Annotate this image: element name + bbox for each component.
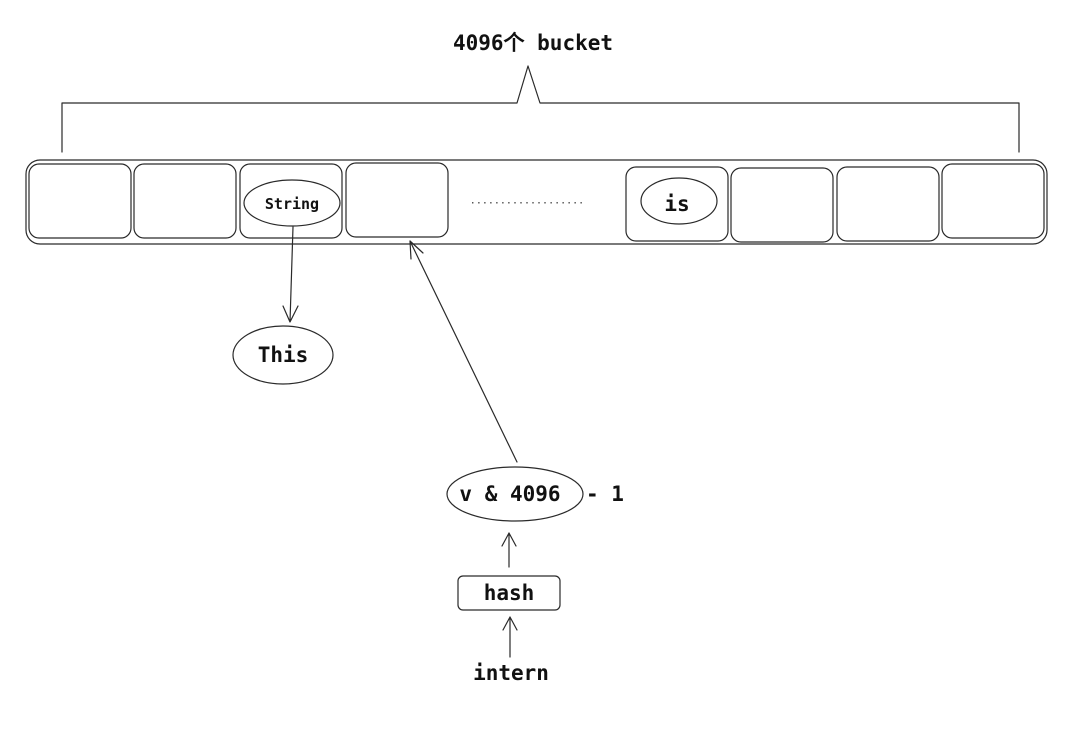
string-entry-node (243, 179, 341, 227)
bucket-slot (836, 166, 940, 242)
chain-node-label: This (258, 343, 309, 367)
bucket-ellipsis: ··················· (470, 198, 584, 209)
bucket-slot-is (625, 166, 729, 242)
bucket-range-brace (61, 65, 1020, 153)
bucket-array (25, 159, 1048, 245)
bucket-slot (941, 163, 1045, 239)
index-expr-suffix: - 1 (586, 482, 624, 506)
intern-arrow (502, 616, 518, 658)
index-expr-node (446, 466, 584, 522)
is-entry-node (640, 177, 718, 225)
intern-label: intern (473, 661, 549, 685)
index-expr-label: v & 4096 (459, 482, 560, 506)
diagram-title: 4096个 bucket (453, 31, 613, 55)
bucket-slot (28, 163, 132, 239)
hash-box (457, 575, 561, 611)
hash-arrow (501, 532, 517, 568)
bucket-slot-target (345, 162, 449, 238)
chain-node-this (232, 325, 334, 385)
index-arrow (409, 240, 518, 463)
is-entry-label: is (664, 192, 689, 216)
bucket-slot (133, 163, 237, 239)
string-entry-label: String (265, 195, 319, 213)
hash-label: hash (484, 581, 535, 605)
chain-arrow (282, 226, 299, 323)
bucket-slot-string (239, 163, 343, 239)
bucket-slot (730, 167, 834, 243)
